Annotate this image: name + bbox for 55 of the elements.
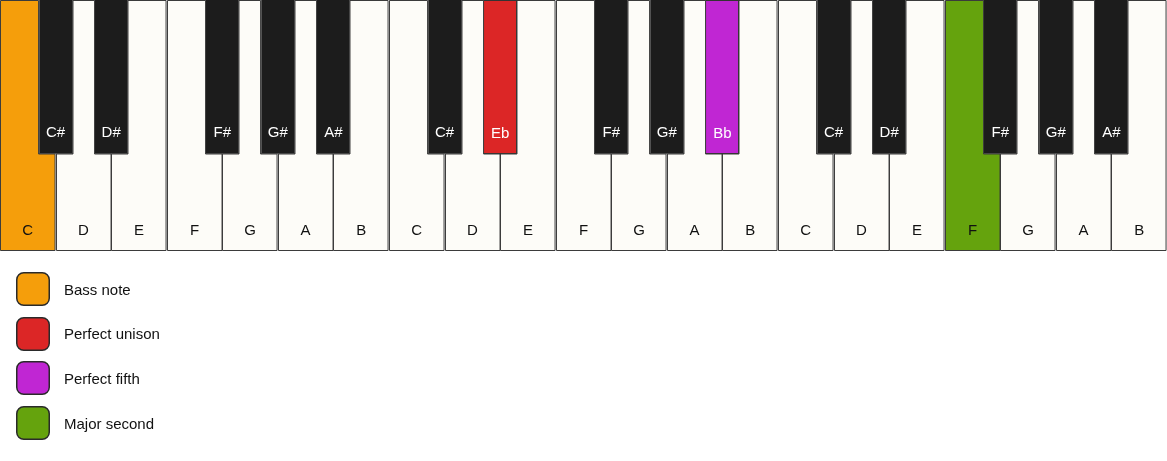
note-label: B: [356, 221, 367, 238]
note-label: D: [77, 221, 89, 238]
note-label: D#: [101, 123, 121, 140]
note-label: G: [633, 221, 645, 238]
note-label: F#: [213, 123, 232, 140]
note-label: C#: [45, 123, 66, 140]
note-label: C: [411, 221, 423, 238]
accidental-key: [983, 0, 1018, 154]
accidental-key: [427, 0, 462, 154]
legend-label: Perfect unison: [64, 325, 160, 343]
accidental-key: [483, 0, 518, 154]
note-label: F: [189, 221, 200, 238]
note-label: D#: [879, 123, 899, 140]
note-label: F: [578, 221, 589, 238]
note-label: A: [1078, 221, 1089, 238]
note-label: E: [133, 221, 144, 238]
legend-label: Bass note: [64, 280, 131, 298]
note-label: C#: [823, 123, 844, 140]
accidental-key: [816, 0, 851, 154]
note-label: A: [689, 221, 700, 238]
note-label: A#: [1102, 123, 1121, 140]
accidental-key: [260, 0, 295, 154]
accidental-key: [316, 0, 351, 154]
note-label: Eb: [490, 124, 510, 141]
accidental-key: [1038, 0, 1073, 154]
accidental-key: [38, 0, 73, 154]
note-label: A: [300, 221, 311, 238]
legend-label: Perfect fifth: [64, 369, 140, 387]
note-label: F#: [991, 123, 1010, 140]
accidental-key: [205, 0, 240, 154]
note-label: Bb: [713, 124, 732, 141]
accidental-key: [872, 0, 907, 154]
note-label: E: [522, 221, 533, 238]
note-label: C#: [434, 123, 455, 140]
accidental-key: [94, 0, 129, 154]
note-label: G: [1022, 221, 1034, 238]
note-label: G#: [656, 123, 677, 140]
note-label: G: [244, 221, 256, 238]
note-label: B: [1134, 221, 1145, 238]
accidental-key: [649, 0, 684, 154]
note-label: F: [967, 221, 978, 238]
note-label: E: [911, 221, 922, 238]
note-label: A#: [324, 123, 343, 140]
accidental-key: [1094, 0, 1129, 154]
legend-label: Major second: [64, 414, 155, 432]
note-label: F#: [602, 123, 621, 140]
note-label: D: [855, 221, 867, 238]
note-label: G#: [1045, 123, 1066, 140]
accidental-key: [705, 0, 740, 154]
note-label: G#: [267, 123, 288, 140]
note-label: C: [22, 221, 34, 238]
accidental-key: [594, 0, 629, 154]
note-label: C: [800, 221, 812, 238]
note-label: B: [745, 221, 756, 238]
note-label: D: [466, 221, 478, 238]
